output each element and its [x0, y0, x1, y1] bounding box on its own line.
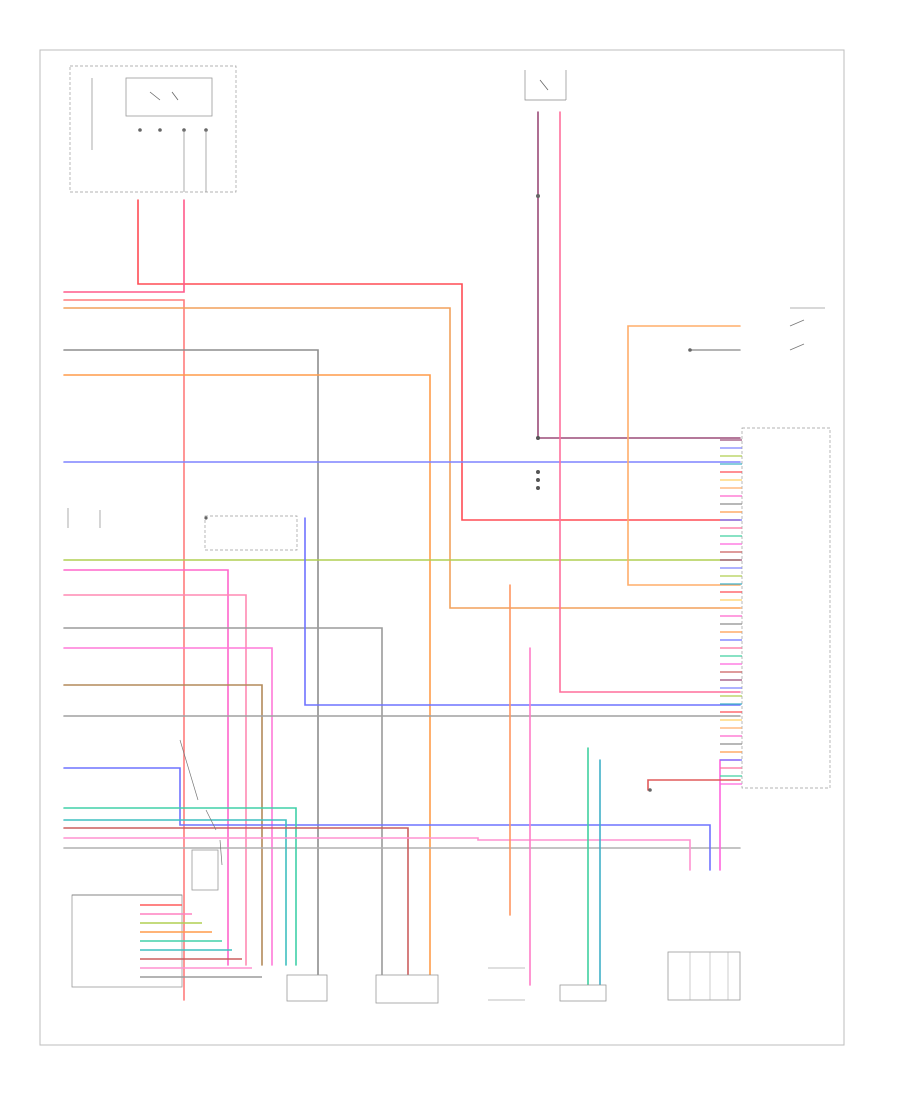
right-upper-switch: [688, 307, 825, 352]
top-center-switch: [524, 70, 567, 198]
wire-pink-1: [63, 569, 229, 966]
wire-pink-lower: [63, 837, 691, 871]
wire-power-red-3: [63, 299, 185, 1001]
transmission-connector-block: [71, 894, 262, 988]
wire-red-lower: [63, 827, 409, 976]
sensor-bottom-4: [559, 984, 607, 1002]
wire-gray-sensor: [63, 349, 319, 976]
wire-teal-lower: [63, 819, 287, 966]
diagram-frame: [39, 49, 845, 1046]
powertrain-control-module: [648, 427, 831, 792]
wire-brown-262: [63, 684, 263, 966]
wire-blue-long: [304, 517, 741, 706]
wire-power-red-1: [137, 199, 741, 521]
sensor-bottom-3: [488, 967, 525, 1001]
left-mid-connector: [67, 508, 298, 551]
wire-gray-382: [63, 627, 383, 976]
power-distribution-center: [69, 65, 237, 193]
wire-ign-orange: [63, 307, 741, 609]
sensor-bottom-2: [375, 974, 439, 1004]
sensor-bottom-5: [667, 951, 741, 1001]
wire-orange-430: [63, 374, 431, 976]
wire-pink-272: [63, 647, 273, 966]
wire-green-lower: [63, 807, 297, 966]
wire-power-red-2: [63, 199, 185, 293]
wire-blue-lower: [63, 767, 711, 871]
sensor-bottom-1: [286, 974, 328, 1002]
wire-violet-top: [537, 111, 741, 439]
wire-orange-right: [627, 325, 741, 586]
ground-dots: [536, 436, 540, 490]
wire-pink-2: [63, 594, 247, 966]
harness-junction: [179, 739, 223, 891]
wire-red-short: [647, 779, 741, 791]
wire-layer: [63, 111, 741, 1001]
wire-pink-top: [559, 111, 741, 693]
